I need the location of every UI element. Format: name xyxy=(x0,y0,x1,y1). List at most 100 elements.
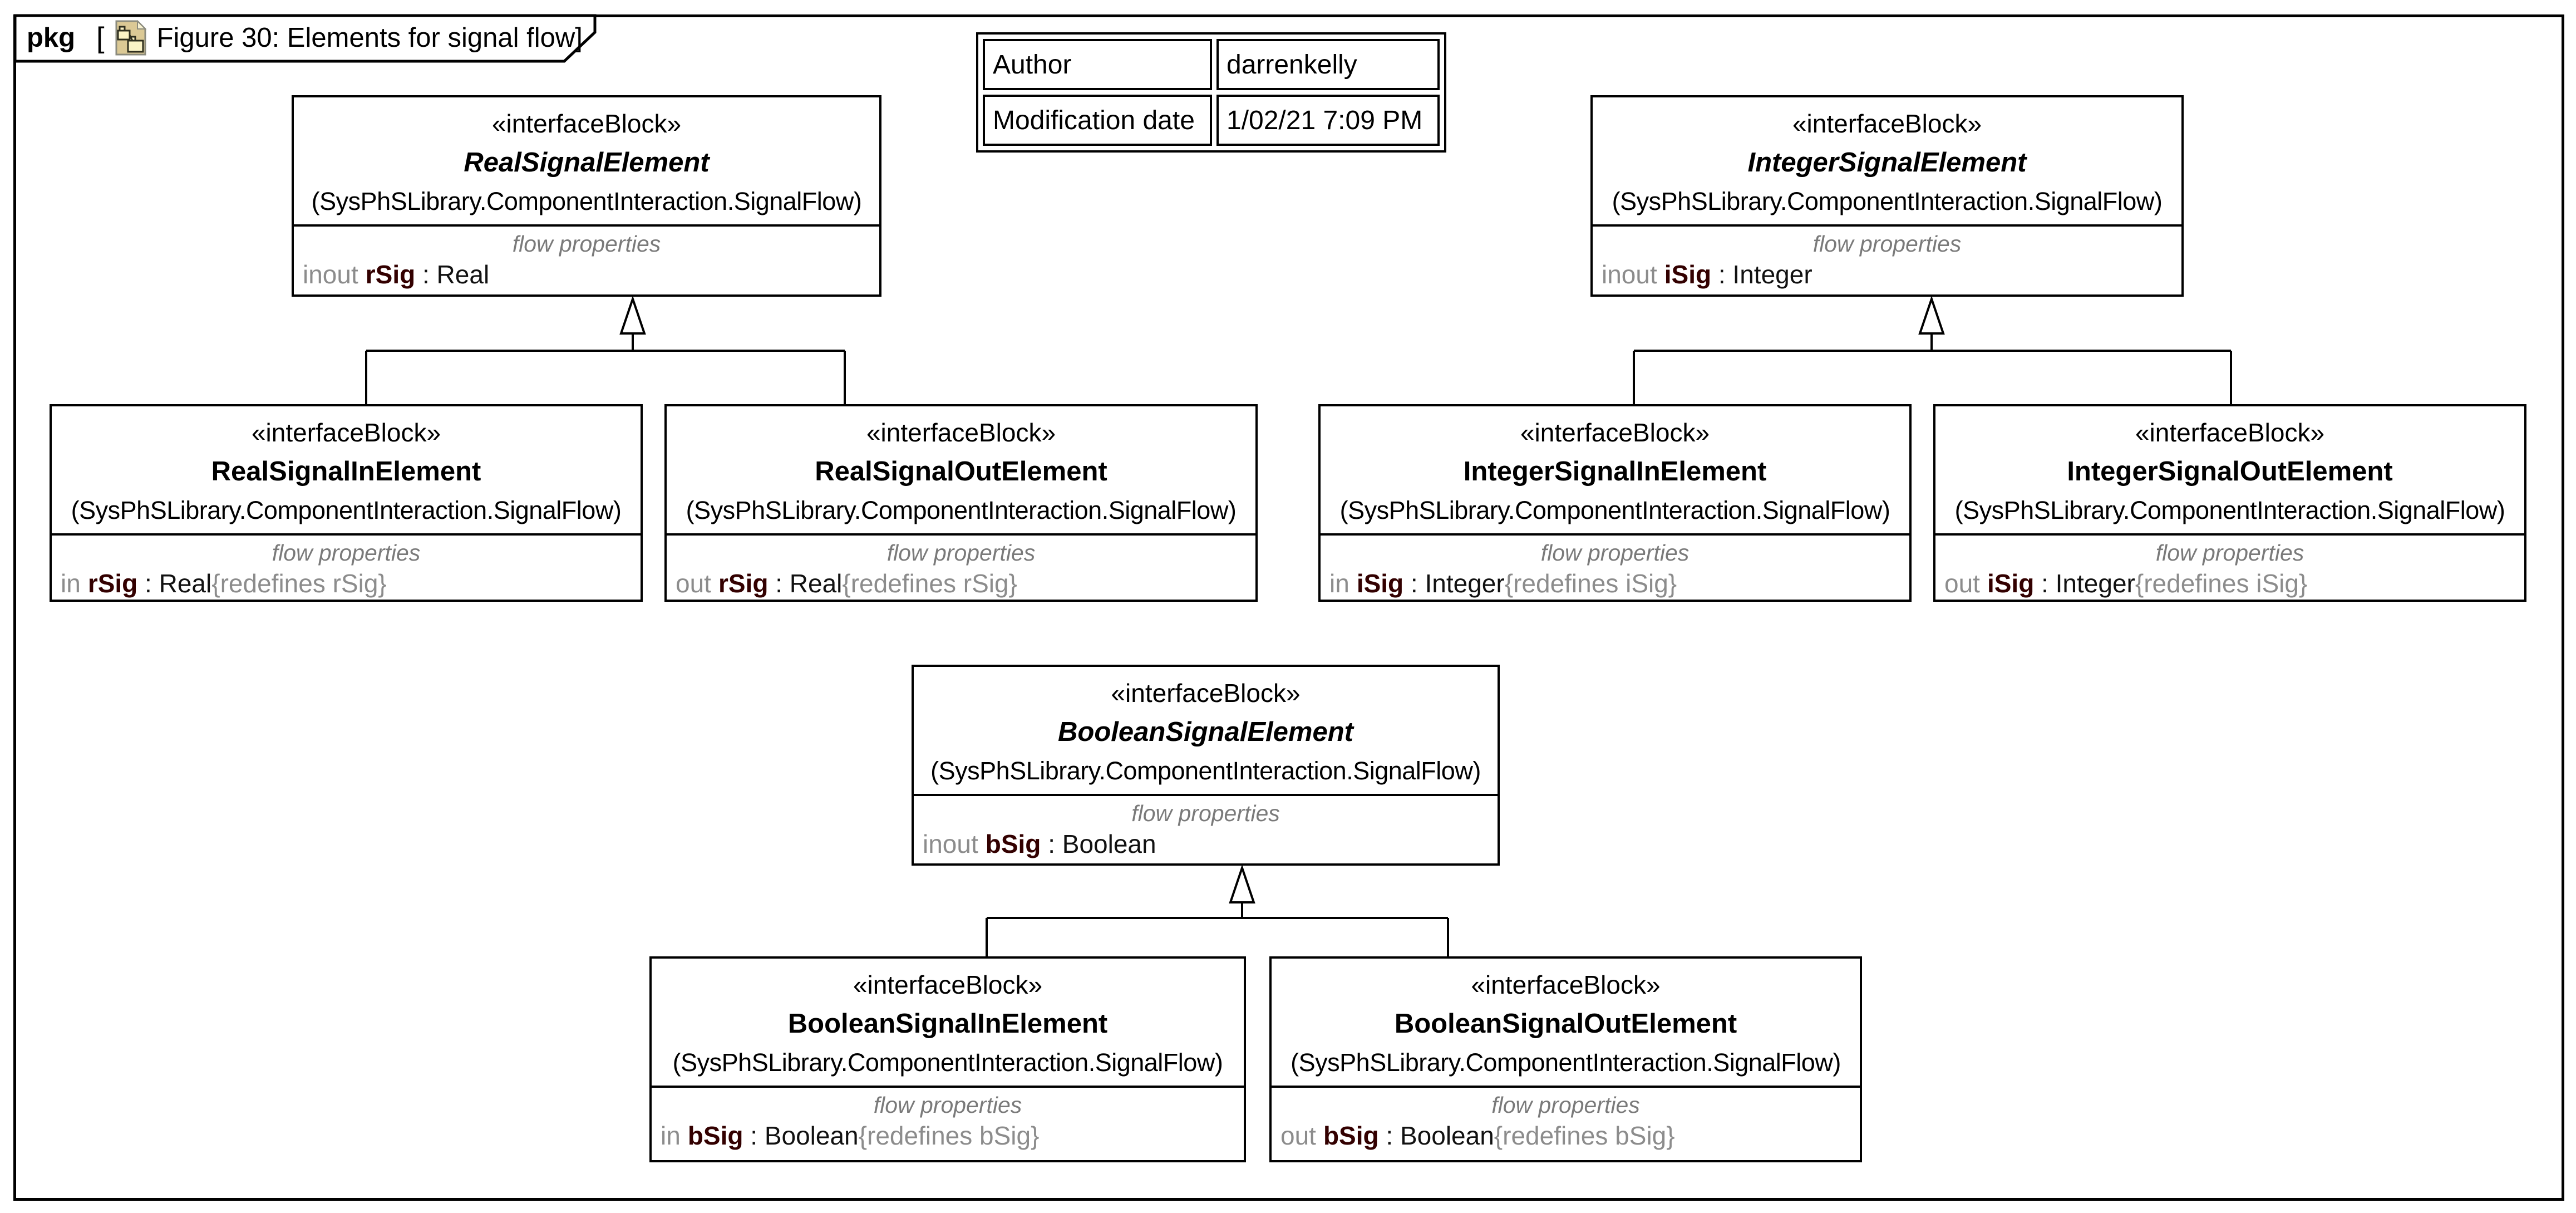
block-name: BooleanSignalInElement xyxy=(787,1009,1108,1039)
diagram-title: Figure 30: Elements for signal flow] xyxy=(156,23,583,53)
diagram-kind-label: pkg xyxy=(27,23,76,53)
block-name: IntegerSignalOutElement xyxy=(2067,456,2393,487)
generalization-connector-real[interactable] xyxy=(365,295,846,404)
compartment-label: flow properties xyxy=(272,540,421,566)
property-direction: out xyxy=(676,569,711,598)
property-redefines: {redefines bSig} xyxy=(1494,1121,1675,1150)
compartment-label: flow properties xyxy=(886,540,1036,566)
block-qualified-path: (SysPhSLibrary.ComponentInteraction.Sign… xyxy=(71,495,622,524)
info-value-modification-date: 1/02/21 7:09 PM xyxy=(1216,95,1440,146)
block-boolean-signal-in-element[interactable]: «interfaceBlock» BooleanSignalInElement … xyxy=(649,956,1246,1162)
compartment-label: flow properties xyxy=(1131,801,1280,826)
frame-tab-shape xyxy=(13,14,597,63)
block-qualified-path: (SysPhSLibrary.ComponentInteraction.Sign… xyxy=(930,756,1481,785)
property-direction: inout xyxy=(303,260,358,289)
stereotype-label: «interfaceBlock» xyxy=(251,418,441,447)
block-qualified-path: (SysPhSLibrary.ComponentInteraction.Sign… xyxy=(311,186,862,215)
property-type: : Real xyxy=(415,260,490,289)
compartment-label: flow properties xyxy=(873,1092,1022,1118)
property-name: bSig xyxy=(985,829,1041,858)
stereotype-label: «interfaceBlock» xyxy=(1520,418,1710,447)
property-direction: in xyxy=(61,569,81,598)
block-real-signal-out-element[interactable]: «interfaceBlock» RealSignalOutElement (S… xyxy=(664,404,1258,602)
block-name: IntegerSignalInElement xyxy=(1463,456,1767,487)
block-qualified-path: (SysPhSLibrary.ComponentInteraction.Sign… xyxy=(1954,495,2505,524)
generalization-connector-integer[interactable] xyxy=(1633,295,2232,404)
compartment-label: flow properties xyxy=(1812,231,1962,257)
property-redefines: {redefines rSig} xyxy=(211,569,387,598)
property-direction: out xyxy=(1280,1121,1316,1150)
compartment-label: flow properties xyxy=(2155,540,2304,566)
block-name: IntegerSignalElement xyxy=(1747,148,2027,178)
block-real-signal-element[interactable]: «interfaceBlock» RealSignalElement (SysP… xyxy=(292,95,881,297)
stereotype-label: «interfaceBlock» xyxy=(1111,678,1301,708)
block-name: BooleanSignalOutElement xyxy=(1394,1009,1737,1039)
property-redefines: {redefines iSig} xyxy=(1504,569,1677,598)
property-direction: inout xyxy=(1602,260,1657,289)
property-name: rSig xyxy=(87,569,138,598)
block-boolean-signal-element[interactable]: «interfaceBlock» BooleanSignalElement (S… xyxy=(912,665,1500,866)
property-type: : Integer xyxy=(1711,260,1812,289)
compartment-label: flow properties xyxy=(1540,540,1690,566)
property-redefines: {redefines bSig} xyxy=(858,1121,1040,1150)
property-direction: inout xyxy=(923,829,978,858)
property-redefines: {redefines rSig} xyxy=(842,569,1017,598)
property-direction: in xyxy=(661,1121,681,1150)
property-direction: out xyxy=(1944,569,1980,598)
diagram-info-table[interactable]: Author darrenkelly Modification date 1/0… xyxy=(976,32,1446,153)
package-diagram-icon xyxy=(115,20,146,56)
block-real-signal-in-element[interactable]: «interfaceBlock» RealSignalInElement (Sy… xyxy=(50,404,643,602)
block-qualified-path: (SysPhSLibrary.ComponentInteraction.Sign… xyxy=(1291,1048,1841,1077)
stereotype-label: «interfaceBlock» xyxy=(491,109,682,138)
block-name: RealSignalInElement xyxy=(211,456,481,487)
stereotype-label: «interfaceBlock» xyxy=(1792,109,1982,138)
tab-open-bracket: [ xyxy=(96,22,105,54)
info-label-modification-date: Modification date xyxy=(983,95,1212,146)
property-name: iSig xyxy=(1987,569,2035,598)
generalization-connector-boolean[interactable] xyxy=(986,864,1449,956)
property-type: : Boolean xyxy=(1041,829,1156,858)
block-integer-signal-in-element[interactable]: «interfaceBlock» IntegerSignalInElement … xyxy=(1318,404,1912,602)
property-name: iSig xyxy=(1664,260,1712,289)
block-boolean-signal-out-element[interactable]: «interfaceBlock» BooleanSignalOutElement… xyxy=(1269,956,1862,1162)
block-name: BooleanSignalElement xyxy=(1058,717,1353,747)
stereotype-label: «interfaceBlock» xyxy=(853,970,1043,999)
block-name: RealSignalOutElement xyxy=(815,456,1107,487)
property-type: : Boolean xyxy=(1378,1121,1494,1150)
property-type: : Integer xyxy=(1403,569,1505,598)
property-name: rSig xyxy=(718,569,769,598)
stereotype-label: «interfaceBlock» xyxy=(2135,418,2325,447)
stereotype-label: «interfaceBlock» xyxy=(1471,970,1661,999)
property-type: : Integer xyxy=(2034,569,2135,598)
property-type: : Boolean xyxy=(743,1121,859,1150)
block-integer-signal-out-element[interactable]: «interfaceBlock» IntegerSignalOutElement… xyxy=(1933,404,2526,602)
block-qualified-path: (SysPhSLibrary.ComponentInteraction.Sign… xyxy=(1339,495,1890,524)
block-integer-signal-element[interactable]: «interfaceBlock» IntegerSignalElement (S… xyxy=(1590,95,2184,297)
property-name: rSig xyxy=(365,260,416,289)
frame-tab: pkg [ Figure 30: Elements for signal flo… xyxy=(27,20,583,56)
block-name: RealSignalElement xyxy=(464,148,710,178)
stereotype-label: «interfaceBlock» xyxy=(866,418,1056,447)
property-redefines: {redefines iSig} xyxy=(2135,569,2308,598)
property-type: : Real xyxy=(768,569,843,598)
block-qualified-path: (SysPhSLibrary.ComponentInteraction.Sign… xyxy=(686,495,1237,524)
property-name: bSig xyxy=(687,1121,743,1150)
property-name: bSig xyxy=(1323,1121,1379,1150)
property-direction: in xyxy=(1329,569,1349,598)
block-qualified-path: (SysPhSLibrary.ComponentInteraction.Sign… xyxy=(672,1048,1223,1077)
property-type: : Real xyxy=(137,569,212,598)
diagram-frame xyxy=(13,14,2564,1201)
block-qualified-path: (SysPhSLibrary.ComponentInteraction.Sign… xyxy=(1612,186,2163,215)
info-value-author: darrenkelly xyxy=(1216,39,1440,90)
info-label-author: Author xyxy=(983,39,1212,90)
